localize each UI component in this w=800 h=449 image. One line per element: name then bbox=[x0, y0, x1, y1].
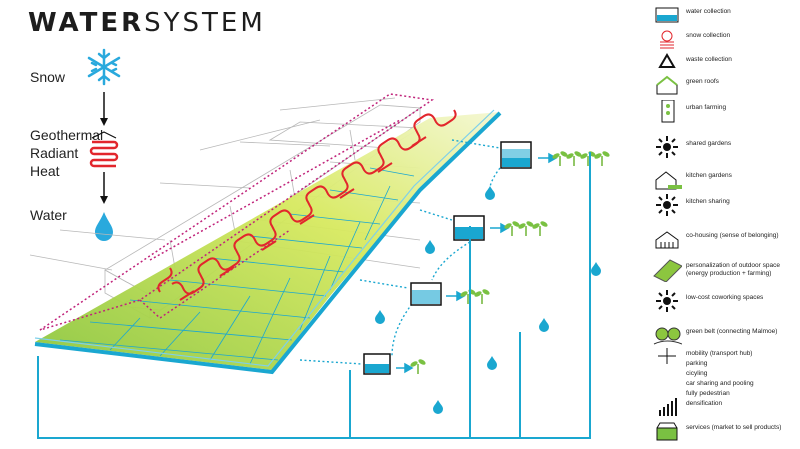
coworking-icon bbox=[652, 290, 682, 312]
green-belt-icon bbox=[652, 324, 683, 346]
legend-label: low-cost coworking spaces bbox=[686, 294, 764, 301]
snow-label: Snow bbox=[30, 69, 66, 85]
legend-label: snow collection bbox=[686, 32, 731, 39]
plant-icon bbox=[580, 151, 596, 166]
water-tank bbox=[363, 353, 391, 375]
plant-icon bbox=[552, 151, 568, 166]
legend-item: waste collection bbox=[648, 52, 800, 74]
plant-icon bbox=[504, 221, 520, 236]
legend-label: kitchen sharing bbox=[686, 198, 730, 205]
green-belt-surface bbox=[35, 112, 500, 370]
snowflake-icon bbox=[87, 48, 121, 86]
legend-label: green belt (connecting Malmoe) bbox=[686, 328, 778, 335]
legend-item: car sharing and pooling bbox=[648, 376, 800, 398]
legend-label: shared gardens bbox=[686, 140, 732, 147]
legend-item: mobility (transport hub) bbox=[648, 346, 800, 368]
plant-icon bbox=[460, 289, 476, 304]
legend-label: cicyling bbox=[686, 370, 708, 377]
co-housing-icon bbox=[652, 228, 682, 250]
legend-item: kitchen gardens bbox=[648, 168, 800, 190]
green-roof-icon bbox=[652, 74, 682, 96]
legend-label: green roofs bbox=[686, 78, 719, 85]
legend-label: car sharing and pooling bbox=[686, 380, 754, 387]
kitchen-sharing-icon bbox=[652, 194, 682, 216]
legend-label: co-housing (sense of belonging) bbox=[686, 232, 779, 239]
legend-item: green belt (connecting Malmoe) bbox=[648, 324, 800, 346]
legend-item: fully pedestrian bbox=[648, 386, 800, 408]
legend-label: parking bbox=[686, 360, 708, 367]
water-drop-icon bbox=[95, 212, 113, 241]
plant-icon bbox=[594, 151, 610, 166]
legend-label: kitchen gardens bbox=[686, 172, 732, 179]
legend-item: cicyling bbox=[648, 366, 800, 388]
legend-label: mobility (transport hub) bbox=[686, 350, 753, 357]
plants bbox=[410, 151, 610, 374]
water-tank bbox=[410, 282, 442, 306]
plant-icon bbox=[474, 289, 490, 304]
radiant-heat-icon bbox=[89, 131, 119, 168]
radiant-heat-coil bbox=[157, 109, 457, 301]
urban-farming-icon bbox=[652, 99, 682, 123]
irrigation-arrows bbox=[396, 152, 558, 374]
site-boundary bbox=[39, 93, 435, 331]
plant-icon bbox=[566, 151, 582, 166]
snow-collection-icon bbox=[652, 28, 682, 50]
legend-label: water collection bbox=[686, 8, 731, 15]
kitchen-gardens-icon bbox=[652, 168, 682, 190]
legend-label: services (market to sell products) bbox=[686, 424, 782, 431]
legend-label: personalization of outdoor space bbox=[686, 262, 780, 269]
surface-grid bbox=[59, 167, 415, 365]
legend-item: co-housing (sense of belonging) bbox=[648, 228, 800, 250]
legend-item: services (market to sell products) bbox=[648, 420, 800, 442]
plant-icon bbox=[532, 221, 548, 236]
legend: water collection snow collection waste col… bbox=[648, 0, 800, 444]
water-collection-icon bbox=[652, 4, 682, 26]
legend-label: fully pedestrian bbox=[686, 390, 730, 397]
legend-label: densification bbox=[686, 400, 723, 407]
water-tank bbox=[500, 141, 532, 169]
water-label: Water bbox=[30, 207, 67, 223]
legend-item: shared gardens bbox=[648, 136, 800, 158]
legend-label: urban farming bbox=[686, 104, 727, 111]
legend-label-secondary: (energy production + farming) bbox=[686, 270, 772, 277]
legend-item: low-cost coworking spaces bbox=[648, 290, 800, 312]
shared-gardens-icon bbox=[652, 136, 682, 158]
legend-item: snow collection bbox=[648, 28, 800, 50]
water-channel bbox=[34, 111, 502, 375]
legend-item: green roofs bbox=[648, 74, 800, 96]
market-icon bbox=[652, 420, 682, 442]
legend-label: waste collection bbox=[686, 56, 732, 63]
geothermal-label: Geothermal Radiant Heat bbox=[30, 127, 104, 179]
water-drops bbox=[375, 186, 601, 414]
legend-item: densification bbox=[648, 396, 800, 418]
legend-item: water collection bbox=[648, 4, 800, 26]
page-title: WATERSYSTEM bbox=[28, 8, 266, 38]
legend-item: kitchen sharing bbox=[648, 194, 800, 216]
densification-icon bbox=[652, 396, 682, 418]
plant-icon bbox=[410, 359, 426, 374]
plant-icon bbox=[518, 221, 534, 236]
legend-item: personalization of outdoor space(energy … bbox=[648, 258, 800, 283]
recycle-icon bbox=[652, 52, 682, 74]
mobility-icon bbox=[652, 346, 682, 368]
legend-item: urban farming bbox=[648, 99, 800, 123]
outdoor-space-icon bbox=[652, 258, 683, 283]
return-pipes bbox=[37, 152, 591, 439]
legend-item: parking bbox=[648, 356, 800, 378]
